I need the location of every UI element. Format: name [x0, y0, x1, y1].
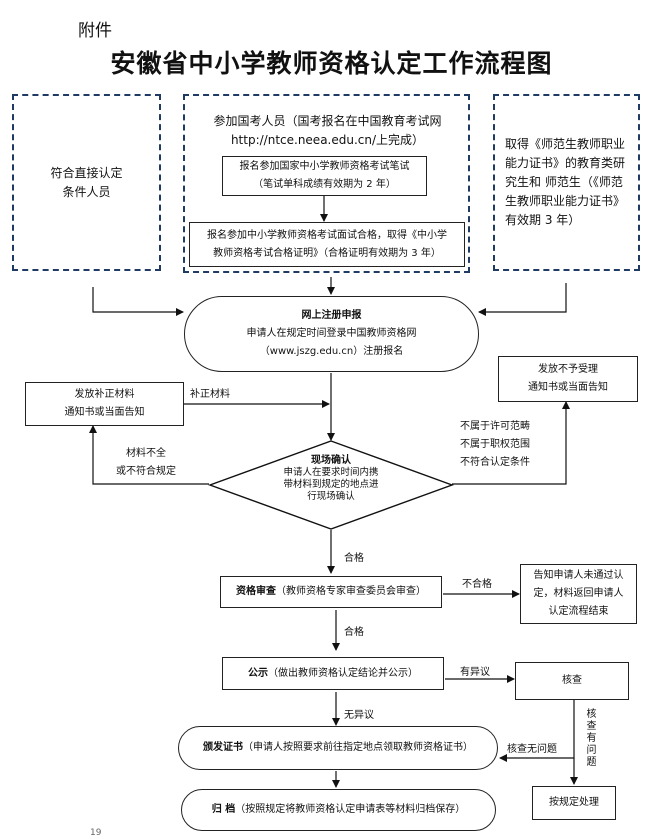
direct-recognition-text: 符合直接认定 条件人员: [50, 165, 123, 199]
reject-notice-box: 发放不予受理 通知书或当面告知: [498, 356, 638, 402]
onsite-line3: 行现场确认: [307, 491, 355, 502]
direct-recognition-box: 符合直接认定 条件人员: [12, 94, 161, 271]
online-registration-title: 网上注册申报: [301, 310, 362, 321]
national-exam-header: 参加国考人员（国考报名在中国教育考试网 http://ntce.neea.edu…: [190, 112, 465, 150]
publicity-box: 公示（做出教师资格认定结论并公示）: [222, 657, 444, 690]
qualification-review-box: 资格审查（教师资格专家审查委员会审查）: [220, 576, 442, 608]
handle-text: 按规定处理: [549, 797, 599, 808]
onsite-diamond: [207, 440, 455, 530]
supplement-notice-box: 发放补正材料 通知书或当面告知: [25, 382, 184, 426]
fail-label: 不合格: [462, 579, 492, 590]
page-number: 19: [90, 828, 102, 838]
national-exam-header-line1: 参加国考人员（国考报名在中国教育考试网: [213, 114, 442, 128]
archive-node: 归 档（按照规定将教师资格认定申请表等材料归档保存）: [181, 789, 496, 831]
interview-line2: 教师资格考试合格证明》（合格证明有效期为 3 年）: [213, 247, 441, 259]
not-eligible-line3: 不符合认定条件: [460, 457, 530, 468]
fail-line3: 认定流程结束: [548, 606, 609, 617]
fail-line1: 告知申请人未通过认: [533, 570, 624, 581]
archive-bold: 归 档: [211, 804, 236, 815]
normal-student-text: 取得《师范生教师职业能力证书》的教育类研究生和 师范生（《师范生教师职业能力证书…: [505, 137, 626, 227]
annex-label: 附件: [78, 21, 112, 41]
verify-text: 核查: [562, 675, 582, 686]
certificate-rest: （申请人按照要求前往指定地点领取教师资格证书）: [243, 742, 473, 753]
reject-line2: 通知书或当面告知: [528, 382, 608, 393]
online-registration-line1: 申请人在规定时间登录中国教师资格网: [246, 328, 417, 339]
no-objection-label: 无异议: [344, 710, 374, 721]
onsite-confirmation-text: 现场确认 申请人在要求时间内携 带材料到规定的地点进 行现场确认: [256, 455, 406, 503]
incomplete-line2: 或不符合规定: [116, 466, 176, 477]
supplement-label: 补正材料: [190, 389, 230, 400]
written-exam-line2: （笔试单科成绩有效期为 2 年）: [253, 179, 396, 190]
pass-label-2: 合格: [344, 627, 364, 638]
not-eligible-line2: 不属于职权范围: [460, 439, 530, 450]
publicity-rest: （做出教师资格认定结论并公示）: [268, 667, 418, 679]
verify-problem-label: 核查有问题: [584, 708, 595, 768]
online-registration-node: 网上注册申报 申请人在规定时间登录中国教师资格网 （www.jszg.edu.c…: [184, 296, 479, 372]
review-bold: 资格审查: [236, 586, 276, 597]
reject-line1: 发放不予受理: [538, 364, 598, 375]
interview-line1: 报名参加中小学教师资格考试面试合格，取得《中小学: [207, 229, 447, 241]
incomplete-label: 材料不全 或不符合规定: [116, 445, 176, 481]
page-title: 安徽省中小学教师资格认定工作流程图: [110, 49, 553, 78]
certificate-node: 颁发证书（申请人按照要求前往指定地点领取教师资格证书）: [178, 726, 498, 770]
pass-label-1: 合格: [344, 553, 364, 564]
verify-box: 核查: [515, 662, 629, 700]
verify-ok-label: 核查无问题: [507, 744, 557, 755]
certificate-bold: 颁发证书: [203, 742, 243, 753]
national-exam-group: [183, 94, 470, 273]
incomplete-line1: 材料不全: [126, 448, 166, 459]
review-rest: （教师资格专家审查委员会审查）: [276, 586, 426, 597]
not-eligible-label: 不属于许可范畴 不属于职权范围 不符合认定条件: [460, 418, 530, 472]
online-registration-line2: （www.jszg.edu.cn）注册报名: [259, 346, 404, 357]
publicity-bold: 公示: [248, 667, 268, 679]
onsite-title: 现场确认: [311, 455, 351, 466]
normal-student-box: 取得《师范生教师职业能力证书》的教育类研究生和 师范生（《师范生教师职业能力证书…: [493, 94, 640, 271]
national-exam-header-line2: http://ntce.neea.edu.cn/上完成）: [230, 133, 425, 147]
supplement-line1: 发放补正材料: [74, 389, 135, 400]
written-exam-box: 报名参加国家中小学教师资格考试笔试 （笔试单科成绩有效期为 2 年）: [222, 156, 427, 196]
objection-label: 有异议: [460, 667, 490, 678]
archive-rest: （按照规定将教师资格认定申请表等材料归档保存）: [235, 804, 466, 815]
fail-line2: 定，材料返回申请人: [533, 588, 624, 599]
interview-box: 报名参加中小学教师资格考试面试合格，取得《中小学 教师资格考试合格证明》（合格证…: [189, 222, 465, 267]
handle-box: 按规定处理: [532, 786, 616, 820]
onsite-line1: 申请人在要求时间内携: [283, 467, 379, 478]
onsite-line2: 带材料到规定的地点进: [283, 479, 379, 490]
supplement-line2: 通知书或当面告知: [64, 407, 145, 418]
not-eligible-line1: 不属于许可范畴: [460, 421, 530, 432]
fail-notice-box: 告知申请人未通过认 定，材料返回申请人 认定流程结束: [520, 564, 637, 624]
written-exam-line1: 报名参加国家中小学教师资格考试笔试: [239, 161, 410, 172]
